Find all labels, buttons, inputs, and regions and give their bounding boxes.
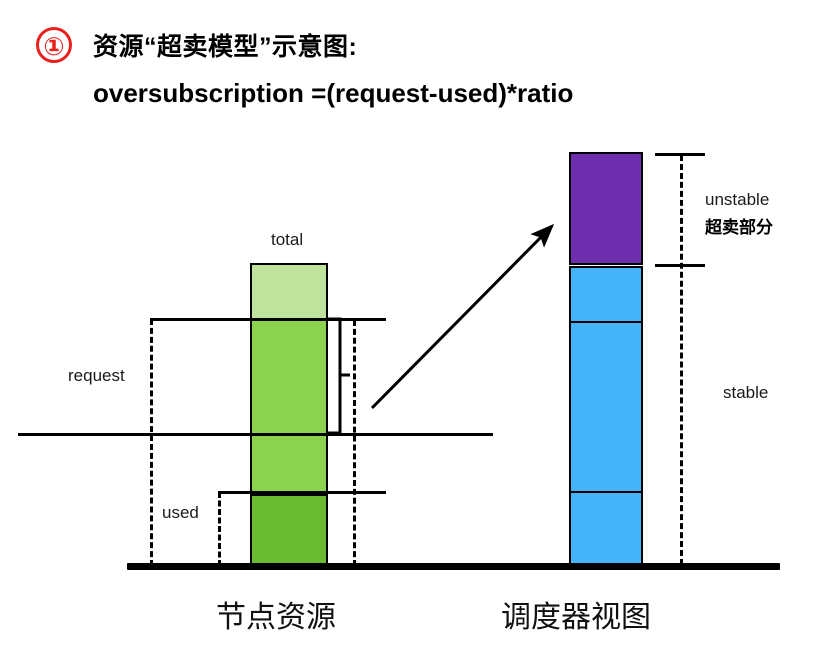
step-number-badge: ① xyxy=(36,27,72,63)
formula-text: oversubscription =(request-used)*ratio xyxy=(93,78,574,108)
request-label: request xyxy=(68,366,125,385)
bar-segment-request-upper xyxy=(250,319,328,435)
used-top-guide-line xyxy=(218,491,386,494)
bar-segment-stable-top xyxy=(569,266,643,324)
unstable-label: unstable xyxy=(705,190,770,209)
total-label: total xyxy=(271,230,304,249)
unstable-top-tick xyxy=(655,153,705,156)
midpoint-guide-line xyxy=(18,433,493,436)
oversubscription-brace xyxy=(326,317,352,435)
stable-label: stable xyxy=(723,383,769,402)
bar-right-dashed-guide xyxy=(353,320,356,566)
ground-baseline xyxy=(127,563,780,570)
bar-segment-unstable xyxy=(569,152,643,265)
request-dashed-guide xyxy=(150,319,153,566)
bar-segment-stable-middle xyxy=(569,321,643,493)
request-top-guide-line xyxy=(150,318,386,321)
bar-segment-total-headroom xyxy=(250,263,328,321)
page-title: 资源“超卖模型”示意图: xyxy=(93,33,358,61)
right-measure-dashed-guide xyxy=(680,155,683,565)
left-panel-caption: 节点资源 xyxy=(216,601,336,634)
bar-segment-stable-bottom xyxy=(569,491,643,566)
unstable-label-cn: 超卖部分 xyxy=(705,218,773,237)
bar-segment-request-lower xyxy=(250,434,328,493)
used-label: used xyxy=(162,503,199,522)
right-panel-caption: 调度器视图 xyxy=(501,601,651,634)
bar-segment-used xyxy=(250,494,328,566)
used-dashed-guide xyxy=(218,492,221,566)
